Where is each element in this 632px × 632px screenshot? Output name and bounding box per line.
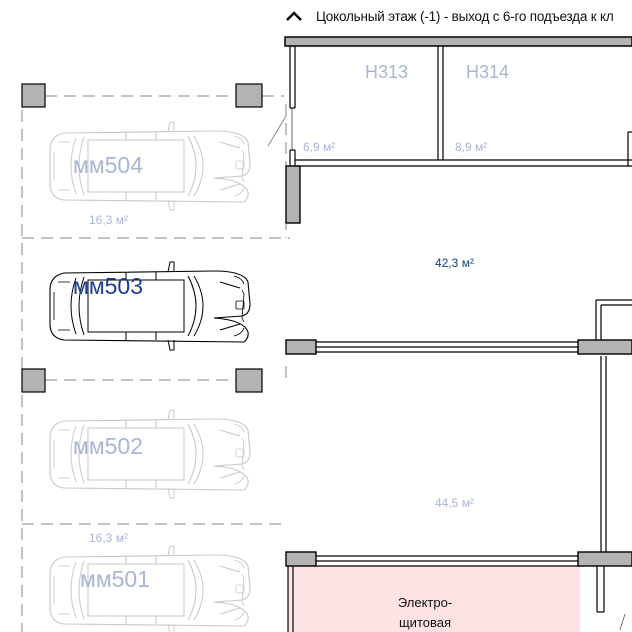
column [21, 83, 46, 108]
room-hall[interactable]: 42,3 м² [435, 256, 474, 270]
parking-dashed-lines [21, 95, 290, 632]
room-label-line2: щитовая [399, 615, 451, 630]
room-electrical[interactable]: Электро- щитовая [398, 595, 452, 630]
room-label: H314 [466, 62, 509, 82]
room-area: 44,5 м² [435, 496, 474, 510]
diagonal-marker [267, 115, 287, 147]
floor-header: Цокольный этаж (-1) - выход с 6-го подъе… [282, 4, 614, 28]
door-swing [619, 613, 626, 631]
room-label: H313 [365, 62, 408, 82]
room-area: 6,9 м² [303, 140, 335, 154]
column [21, 368, 46, 393]
room-label-line1: Электро- [398, 595, 452, 610]
electrical-room-fill [288, 566, 580, 632]
room-H313[interactable]: H313 6,9 м² [303, 62, 408, 154]
room-H314[interactable]: H314 8,9 м² [455, 62, 509, 154]
column [235, 368, 263, 393]
parking-spot-area: 16,3 м² [89, 531, 128, 545]
parking-spot-504[interactable]: мм504 16,3 м² [49, 121, 251, 227]
chevron-up-icon[interactable] [282, 4, 306, 28]
parking-spot-label: мм503 [73, 273, 143, 299]
parking-spot-label: мм502 [73, 433, 143, 459]
parking-spot-503[interactable]: мм503 [49, 261, 251, 351]
room-area: 42,3 м² [435, 256, 474, 270]
parking-spot-label: мм504 [73, 152, 143, 178]
parking-spot-area: 16,3 м² [89, 213, 128, 227]
room-area: 8,9 м² [455, 140, 487, 154]
walls [287, 46, 632, 632]
floor-title: Цокольный этаж (-1) - выход с 6-го подъе… [316, 8, 614, 24]
parking-spot-label: мм501 [80, 566, 150, 592]
wall-segments [285, 165, 632, 567]
top-wall [284, 36, 632, 47]
room-garage[interactable]: 44,5 м² [435, 496, 474, 510]
column [235, 83, 263, 108]
parking-spot-502[interactable]: мм502 [49, 409, 251, 499]
parking-spot-501[interactable]: 16,3 м² мм501 [49, 531, 251, 632]
